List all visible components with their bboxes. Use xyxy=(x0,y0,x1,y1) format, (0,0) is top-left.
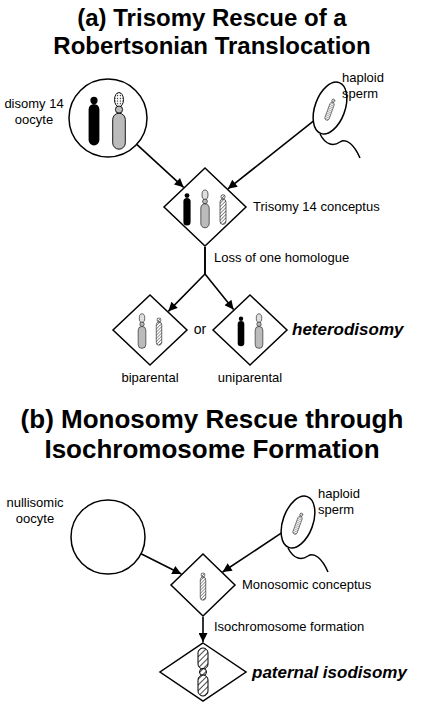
conceptus-outline xyxy=(171,554,235,616)
node-label: haploid sperm xyxy=(342,70,402,103)
panel-title: (a) Trisomy Rescue of a Robertsonian Tra… xyxy=(2,4,422,60)
step-label: Isochromosome formation xyxy=(214,619,394,635)
connector-word: or xyxy=(190,321,210,339)
oocyte-outline xyxy=(69,79,147,157)
translocation-chromosome xyxy=(113,93,126,150)
node-label: biparental xyxy=(90,370,210,386)
arrow-connector xyxy=(223,533,282,572)
node-outline xyxy=(159,642,247,702)
rescued-diamond: biparental xyxy=(112,294,188,366)
maternal-chromosome xyxy=(89,97,100,146)
translocation-chromosome xyxy=(138,314,146,349)
node-outline xyxy=(68,78,148,158)
node-label: uniparental xyxy=(190,370,310,386)
node-label: haploid sperm xyxy=(318,486,378,519)
conceptus-outline xyxy=(160,643,246,701)
panel-title: (b) Monosomy Rescue through Isochromosom… xyxy=(2,404,422,464)
node-label: Trisomy 14 conceptus xyxy=(253,199,403,215)
sperm-head: haploid sperm xyxy=(279,492,317,552)
node-outline xyxy=(279,492,317,552)
translocation-chromosome xyxy=(201,190,209,228)
node-label: Monosomic conceptus xyxy=(242,577,412,593)
arrow-connector xyxy=(202,617,204,642)
node-outline xyxy=(112,294,188,366)
arrow-connector xyxy=(168,247,205,311)
isochromosome-arm xyxy=(198,675,208,696)
node-label: paternal isodisomy xyxy=(252,662,422,683)
outcome-label: heterodisomy xyxy=(292,319,422,340)
conceptus-outline xyxy=(164,168,246,246)
arrow-connector xyxy=(141,554,181,574)
translocation-chromosome xyxy=(255,314,263,349)
paternal-chromosome xyxy=(200,573,206,600)
node-label: nullisomic oocyte xyxy=(0,495,70,528)
rescued-diamond: paternal isodisomy xyxy=(159,642,247,702)
sperm-tail xyxy=(288,548,328,572)
node-outline xyxy=(212,294,288,366)
oocyte-outline xyxy=(71,500,145,574)
isochromosome-arm xyxy=(198,648,208,669)
paternal-chromosome xyxy=(324,98,336,120)
conceptus-outline xyxy=(213,295,287,365)
conceptus-diamond: Trisomy 14 conceptus xyxy=(163,167,247,247)
sperm-head: haploid sperm xyxy=(311,78,349,138)
sperm-outline xyxy=(275,491,322,552)
conceptus-outline xyxy=(113,295,187,365)
sperm-tail xyxy=(320,134,360,158)
oocyte-circle: nullisomic oocyte xyxy=(70,499,146,575)
node-outline xyxy=(170,553,236,617)
paternal-chromosome xyxy=(292,512,304,534)
oocyte-circle: disomy 14 oocyte xyxy=(68,78,148,158)
maternal-chromosome xyxy=(183,193,190,225)
arrow-connector xyxy=(137,144,184,187)
step-label: Loss of one homologue xyxy=(214,250,384,266)
conceptus-diamond: Monosomic conceptus xyxy=(170,553,236,617)
rescued-diamond: uniparental xyxy=(212,294,288,366)
maternal-chromosome xyxy=(238,317,245,347)
paternal-chromosome xyxy=(220,195,226,225)
node-outline xyxy=(70,499,146,575)
node-label: disomy 14 oocyte xyxy=(0,96,68,129)
arrow-connector xyxy=(228,121,313,189)
paternal-chromosome xyxy=(156,318,162,345)
node-outline xyxy=(163,167,247,247)
isochromosome-centromere xyxy=(200,669,207,676)
